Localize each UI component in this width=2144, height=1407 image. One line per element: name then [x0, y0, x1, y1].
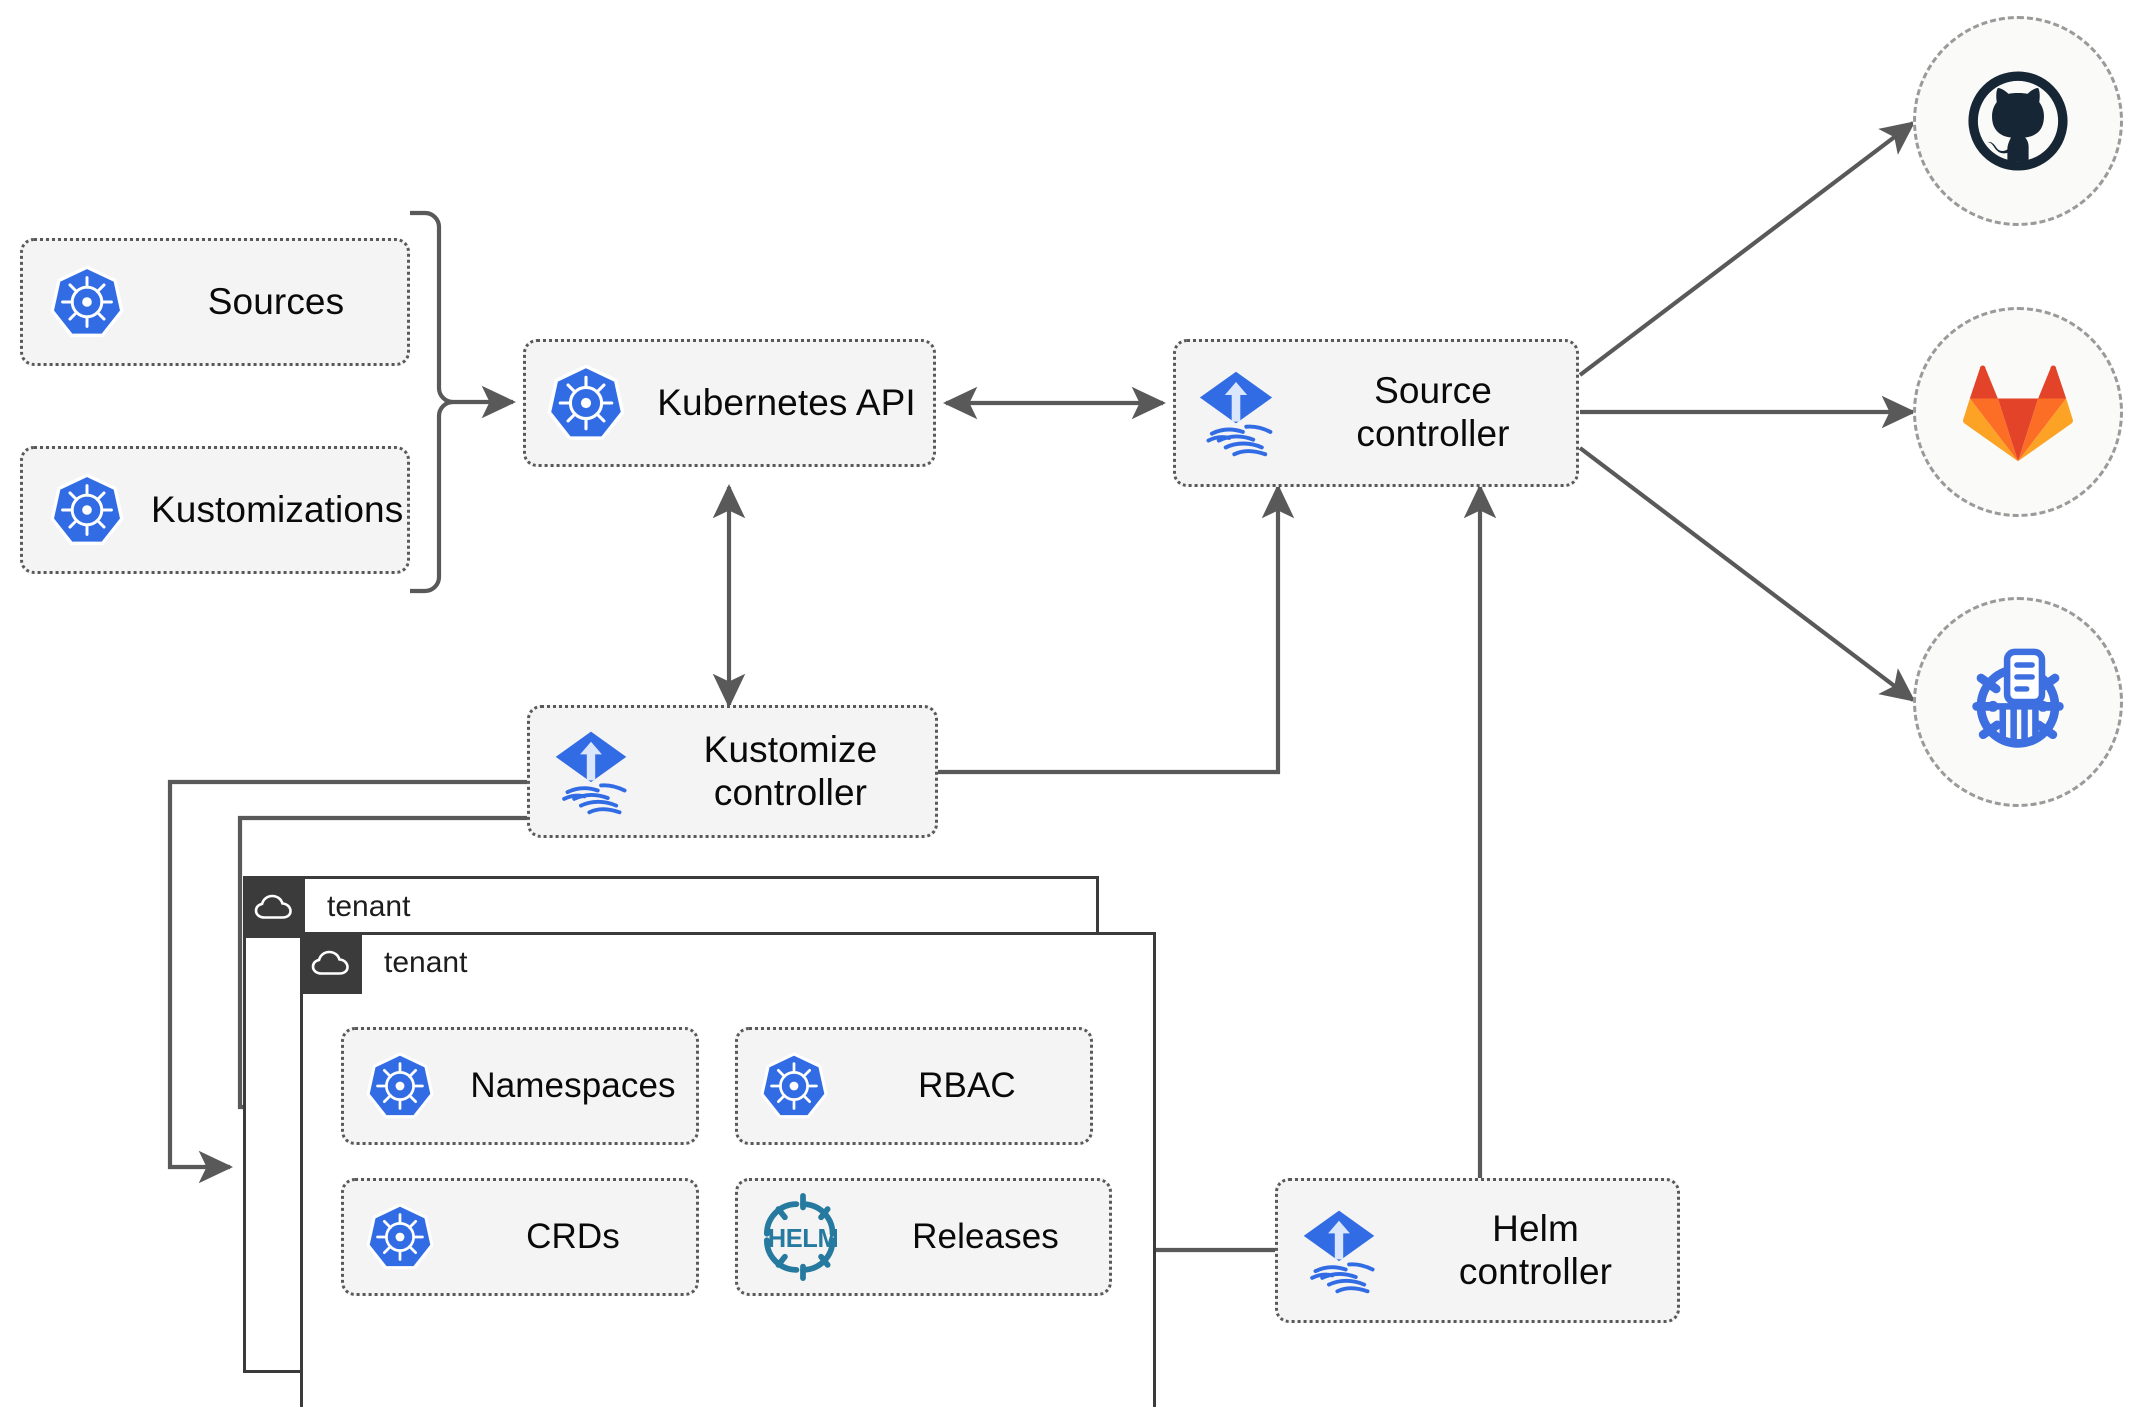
provider-helm-repository[interactable] [1913, 597, 2123, 807]
kubernetes-icon [344, 1203, 456, 1271]
node-namespaces[interactable]: Namespaces [341, 1027, 699, 1145]
group-bracket [410, 210, 454, 594]
node-helm-controller[interactable]: Helm controller [1275, 1178, 1680, 1323]
flux-icon [530, 728, 652, 816]
node-source-controller[interactable]: Source controller [1173, 339, 1579, 487]
node-kustomize-controller[interactable]: Kustomize controller [527, 705, 938, 838]
provider-github[interactable] [1913, 16, 2123, 226]
node-label: Kubernetes API [657, 381, 916, 423]
svg-text:HELM: HELM [768, 1225, 838, 1253]
node-label: Helm controller [1458, 1207, 1613, 1292]
edge-source-to-github [1578, 121, 1916, 377]
provider-gitlab[interactable] [1913, 307, 2123, 517]
helm-icon: HELM [738, 1193, 868, 1281]
node-label: Kustomizations [151, 488, 404, 530]
flux-icon [1278, 1207, 1400, 1295]
node-label: Source controller [1356, 370, 1510, 454]
edge-kustomize-to-source [938, 483, 1295, 775]
helm-repository-icon [1972, 648, 2064, 748]
tenant-header-outer: tenant [243, 876, 410, 938]
tenant-label: tenant [384, 946, 468, 979]
kubernetes-icon [738, 1052, 850, 1120]
tenant-container-inner[interactable]: tenant [300, 932, 1156, 1407]
cloud-icon [243, 876, 305, 938]
node-releases[interactable]: HELM Releases [735, 1178, 1112, 1296]
tenant-header-inner: tenant [300, 932, 467, 994]
kubernetes-icon [23, 265, 151, 339]
node-kubernetes-api[interactable]: Kubernetes API [523, 339, 936, 467]
tenant-label: tenant [327, 890, 411, 923]
flux-icon [1176, 368, 1296, 458]
node-label: Releases [912, 1216, 1059, 1256]
node-label: CRDs [526, 1216, 620, 1256]
kubernetes-icon [344, 1052, 456, 1120]
node-label: RBAC [918, 1065, 1016, 1105]
node-sources[interactable]: Sources [20, 238, 410, 366]
node-label: Sources [207, 280, 345, 322]
github-icon [1968, 71, 2068, 171]
node-crds[interactable]: CRDs [341, 1178, 699, 1296]
cloud-icon [300, 932, 362, 994]
gitlab-icon [1963, 365, 2073, 462]
node-label: Kustomize controller [703, 728, 878, 813]
node-rbac[interactable]: RBAC [735, 1027, 1093, 1145]
kubernetes-icon [526, 364, 646, 442]
node-label: Namespaces [470, 1065, 676, 1105]
kubernetes-icon [23, 473, 151, 547]
node-kustomizations[interactable]: Kustomizations [20, 446, 410, 574]
edge-source-to-helm-repository [1578, 446, 1916, 702]
